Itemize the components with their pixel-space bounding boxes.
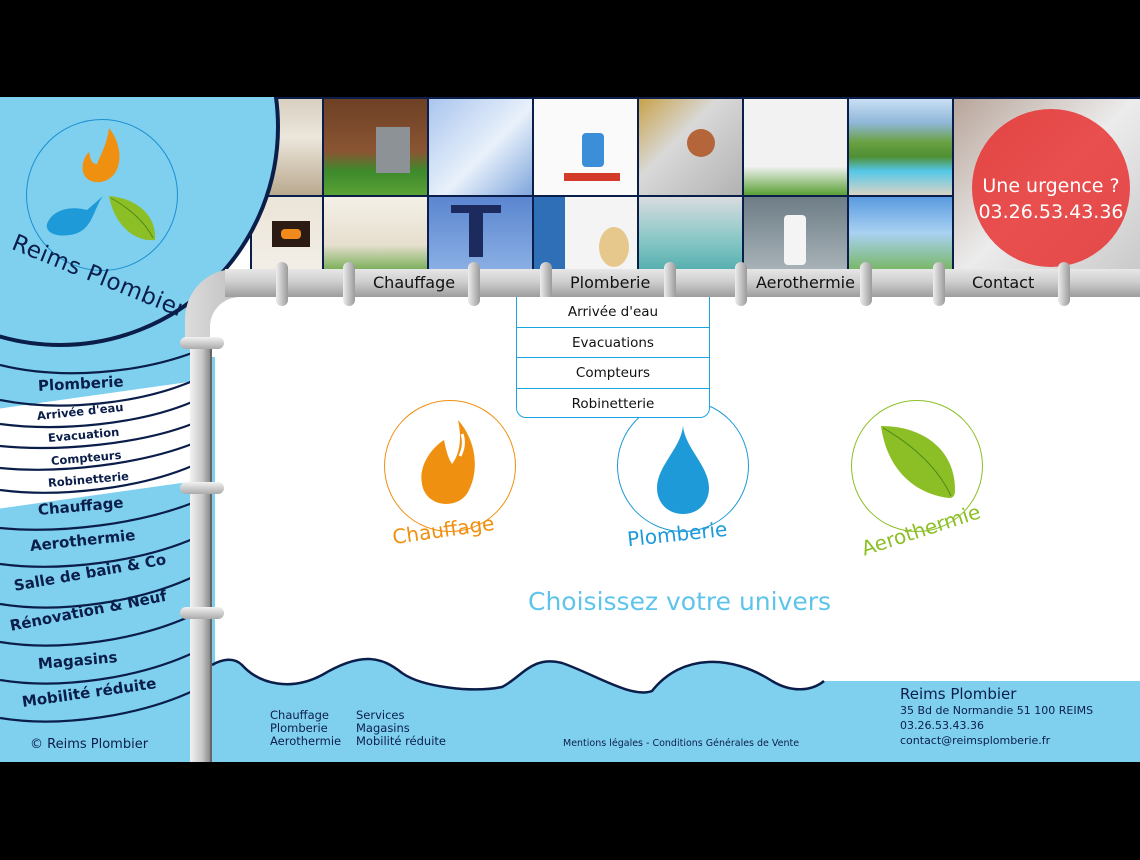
plomberie-dropdown: Arrivée d'eau Evacuations Compteurs Robi… xyxy=(516,297,710,418)
footer-link-magasins[interactable]: Magasins xyxy=(356,721,410,735)
urgency-badge[interactable]: Une urgence ? 03.26.53.43.36 xyxy=(972,109,1130,267)
photo-copper-fitting xyxy=(639,99,742,195)
footer-legal-links[interactable]: Mentions légales - Conditions Générales … xyxy=(563,738,800,749)
photo-tap-water xyxy=(429,197,532,277)
urgency-phone[interactable]: 03.26.53.43.36 xyxy=(978,201,1124,223)
leaf-icon xyxy=(881,426,955,498)
pipe-collar xyxy=(180,482,224,494)
universe-ring xyxy=(851,400,983,532)
footer-wave xyxy=(212,657,1140,762)
top-nav-chauffage[interactable]: Chauffage xyxy=(373,273,456,292)
photo-glass-basin xyxy=(639,197,742,277)
photo-torch-fittings xyxy=(534,99,637,195)
pipe-collar xyxy=(343,262,355,306)
photo-fireplace xyxy=(252,197,322,277)
pipe-collar xyxy=(468,262,480,306)
page: Une urgence ? 03.26.53.43.36 Reims Plomb… xyxy=(0,97,1140,762)
pipe-collar xyxy=(180,337,224,349)
top-nav-aerothermie[interactable]: Aerothermie xyxy=(756,273,855,292)
pipe-collar xyxy=(180,607,224,619)
footer-link-plomberie[interactable]: Plomberie xyxy=(270,721,328,735)
logo-emblem-icon xyxy=(46,128,156,241)
footer-link-chauffage[interactable]: Chauffage xyxy=(270,708,329,722)
dropdown-item-arrivee-eau[interactable]: Arrivée d'eau xyxy=(517,297,709,328)
logo[interactable] xyxy=(26,119,178,271)
pipe-collar xyxy=(860,262,872,306)
footer-link-services[interactable]: Services xyxy=(356,708,405,722)
tagline: Choisissez votre univers xyxy=(528,587,832,616)
footer-email[interactable]: contact@reimsplomberie.fr xyxy=(900,734,1051,747)
footer-link-mobilite[interactable]: Mobilité réduite xyxy=(356,734,447,748)
footer-links-col2: Services Magasins Mobilité réduite xyxy=(356,709,446,748)
pipe-collar xyxy=(664,262,676,306)
side-pipe xyxy=(190,337,212,762)
urgency-text: Une urgence ? xyxy=(982,175,1120,197)
universe-label: Plomberie xyxy=(626,516,729,552)
photo-boiler-room xyxy=(744,197,847,277)
footer-links-col1: Chauffage Plomberie Aerothermie xyxy=(270,709,341,748)
footer-link-aerothermie[interactable]: Aerothermie xyxy=(270,734,342,748)
pipe-collar xyxy=(276,262,288,306)
pipe-collar xyxy=(933,262,945,306)
copyright: © Reims Plombier xyxy=(30,737,149,752)
photo-floor-heating xyxy=(324,197,427,277)
photo-heat-pump-house xyxy=(324,99,427,195)
top-nav-pipe xyxy=(225,269,1140,297)
universe-ring xyxy=(384,400,516,532)
footer-phone[interactable]: 03.26.53.43.36 xyxy=(900,719,984,732)
footer-company-name: Reims Plombier xyxy=(900,685,1017,703)
top-nav-plomberie[interactable]: Plomberie xyxy=(570,273,651,292)
photo-swimming-pool xyxy=(849,99,952,195)
footer-address: 35 Bd de Normandie 51 100 REIMS xyxy=(900,704,1094,717)
footer-contact: Reims Plombier 35 Bd de Normandie 51 100… xyxy=(900,685,1093,748)
water-drop-icon xyxy=(657,426,709,514)
photo-chrome-faucet xyxy=(429,99,532,195)
dropdown-item-robinetterie[interactable]: Robinetterie xyxy=(571,395,655,412)
flame-icon xyxy=(421,420,475,504)
pipe-collar xyxy=(1058,262,1070,306)
photo-grid: Une urgence ? 03.26.53.43.36 xyxy=(250,97,1140,277)
photo-heat-pump-wall xyxy=(744,99,847,195)
dropdown-item-compteurs[interactable]: Compteurs xyxy=(517,358,709,389)
pipe-collar xyxy=(735,262,747,306)
pipe-collar xyxy=(540,262,552,306)
photo-plumber xyxy=(534,197,637,277)
dropdown-item-evacuations[interactable]: Evacuations xyxy=(517,328,709,358)
top-nav-contact[interactable]: Contact xyxy=(972,273,1035,292)
sidebar-dividers xyxy=(0,352,198,723)
